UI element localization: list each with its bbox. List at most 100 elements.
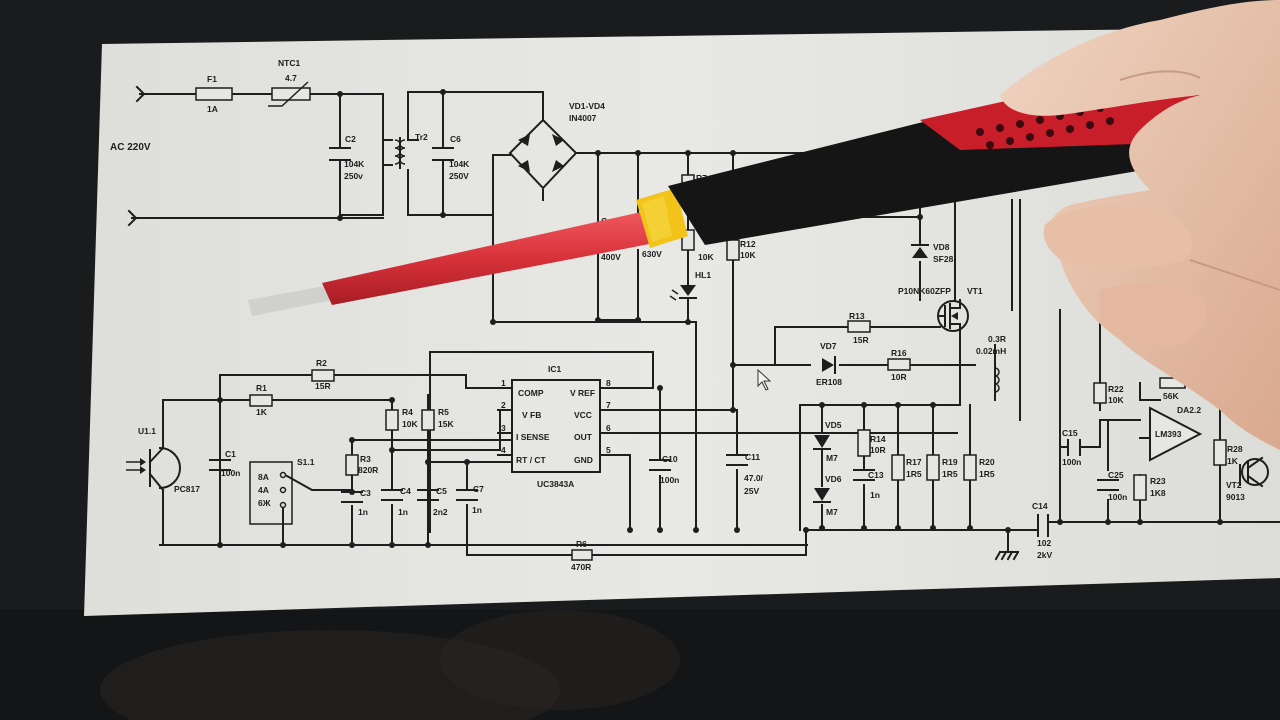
diode-bridge xyxy=(508,118,578,190)
switch-s1 xyxy=(249,461,353,546)
r6-label: R6 xyxy=(576,539,587,549)
ic1-pin-isense: I SENSE xyxy=(516,432,550,442)
r19-value: 1R5 xyxy=(942,469,958,479)
diode-vd8 xyxy=(912,247,928,258)
r2-label: R2 xyxy=(316,358,327,368)
r20-value: 1R5 xyxy=(979,469,995,479)
capacitor-c2 xyxy=(329,147,351,161)
vt2-label: VT2 xyxy=(1226,480,1242,490)
r4-label: R4 xyxy=(402,407,413,417)
c11-label: C11 xyxy=(745,452,760,462)
c7-label: C7 xyxy=(473,484,484,494)
ic1-label: IC1 xyxy=(548,364,562,374)
c-bulk-value: 400V xyxy=(601,252,621,262)
c10-value: 100n xyxy=(660,475,679,485)
c15-label: C15 xyxy=(1062,428,1078,438)
c13-value: 1n xyxy=(870,490,880,500)
fuse-f1 xyxy=(195,87,233,101)
c14-value1: 102 xyxy=(1037,538,1051,548)
vd5-value: M7 xyxy=(826,453,838,463)
bridge-label: VD1-VD4 xyxy=(569,101,605,111)
c14-label: C14 xyxy=(1032,501,1048,511)
ic1-pin-gnd: GND xyxy=(574,455,593,465)
r22-label: R22 xyxy=(1108,384,1124,394)
r13-label: R13 xyxy=(849,311,865,321)
junction-dots xyxy=(217,89,1223,548)
r16-value: 10R xyxy=(891,372,907,382)
opamp-da2 xyxy=(1149,406,1203,462)
c2-label: C2 xyxy=(345,134,356,144)
c4-value: 1n xyxy=(398,507,408,517)
ic1-pin-comp: COMP xyxy=(518,388,544,398)
r1-label: R1 xyxy=(256,383,267,393)
r13-value: 15R xyxy=(853,335,869,345)
bridge-value: IN4007 xyxy=(569,113,597,123)
c3-label: C3 xyxy=(360,488,371,498)
r14-value: 10R xyxy=(870,445,886,455)
ic-uc3843a xyxy=(511,379,601,473)
s1-pos1: 8A xyxy=(258,472,269,482)
c6-label: C6 xyxy=(450,134,461,144)
ic1-pin-vfb: V FB xyxy=(522,410,541,420)
r14-label: R14 xyxy=(870,434,886,444)
r17-value: 1R5 xyxy=(906,469,922,479)
r6-value: 470R xyxy=(571,562,591,572)
vd5-label: VD5 xyxy=(825,420,842,430)
s1-pos2: 4A xyxy=(258,485,269,495)
r3-value: 820R xyxy=(358,465,378,475)
f1-value: 1A xyxy=(207,104,218,114)
r28-value: 1K xyxy=(1227,456,1239,466)
r23-label: R23 xyxy=(1150,476,1166,486)
capacitor-c6 xyxy=(432,147,454,161)
c8-value: 630V xyxy=(642,249,662,259)
c2-value2: 250v xyxy=(344,171,363,181)
r19-label: R19 xyxy=(942,457,958,467)
s1-pos3: 6Ж xyxy=(258,498,271,508)
c5-label: C5 xyxy=(436,486,447,496)
tr2-label: Tr2 xyxy=(415,132,428,142)
u1-label: U1.1 xyxy=(138,426,156,436)
ic1-pin3-num: 3 xyxy=(501,423,506,433)
hl1-label: HL1 xyxy=(695,270,711,280)
c2-value1: 104K xyxy=(344,159,365,169)
led-hl1 xyxy=(669,285,697,301)
r12-label: R12 xyxy=(740,239,756,249)
r17-label: R17 xyxy=(906,457,922,467)
r16-label: R16 xyxy=(891,348,907,358)
vd7-value: ER108 xyxy=(816,377,842,387)
vd6-value: M7 xyxy=(826,507,838,517)
vd7-label: VD7 xyxy=(820,341,837,351)
c4-label: C4 xyxy=(400,486,411,496)
c25-label: C25 xyxy=(1108,470,1124,480)
u1-part: PC817 xyxy=(174,484,200,494)
ic1-pin4-num: 4 xyxy=(501,445,506,455)
ntc-thermistor xyxy=(271,87,311,101)
ntc1-value: 4.7 xyxy=(285,73,297,83)
ic1-pin1-num: 1 xyxy=(501,378,506,388)
ic1-pin2-num: 2 xyxy=(501,400,506,410)
c14-value2: 2kV xyxy=(1037,550,1052,560)
da2-part: LM393 xyxy=(1155,429,1182,439)
ic1-pin-out: OUT xyxy=(574,432,593,442)
c11-value1: 47.0/ xyxy=(744,473,764,483)
schematic-wires xyxy=(127,85,1280,561)
vd8-value: SF28 xyxy=(933,254,954,264)
c6-value1: 104K xyxy=(449,159,470,169)
diode-vd7 xyxy=(822,358,834,372)
r23-value: 1K8 xyxy=(1150,488,1166,498)
r7-value: 10K xyxy=(698,252,714,262)
vd6-label: VD6 xyxy=(825,474,842,484)
r56k-value: 56K xyxy=(1163,391,1179,401)
c13-label: C13 xyxy=(868,470,884,480)
l1-value2: 0.02mH xyxy=(976,346,1006,356)
r1-value: 1K xyxy=(256,407,268,417)
transformer-tr2 xyxy=(382,137,419,169)
l1-value1: 0.3R xyxy=(988,334,1006,344)
ic1-pin5-num: 5 xyxy=(606,445,611,455)
r5-label: R5 xyxy=(438,407,449,417)
ic1-pin6-num: 6 xyxy=(606,423,611,433)
r5-value: 15K xyxy=(438,419,454,429)
c25-value: 100n xyxy=(1108,492,1127,502)
ntc1-label: NTC1 xyxy=(278,58,300,68)
r20-label: R20 xyxy=(979,457,995,467)
